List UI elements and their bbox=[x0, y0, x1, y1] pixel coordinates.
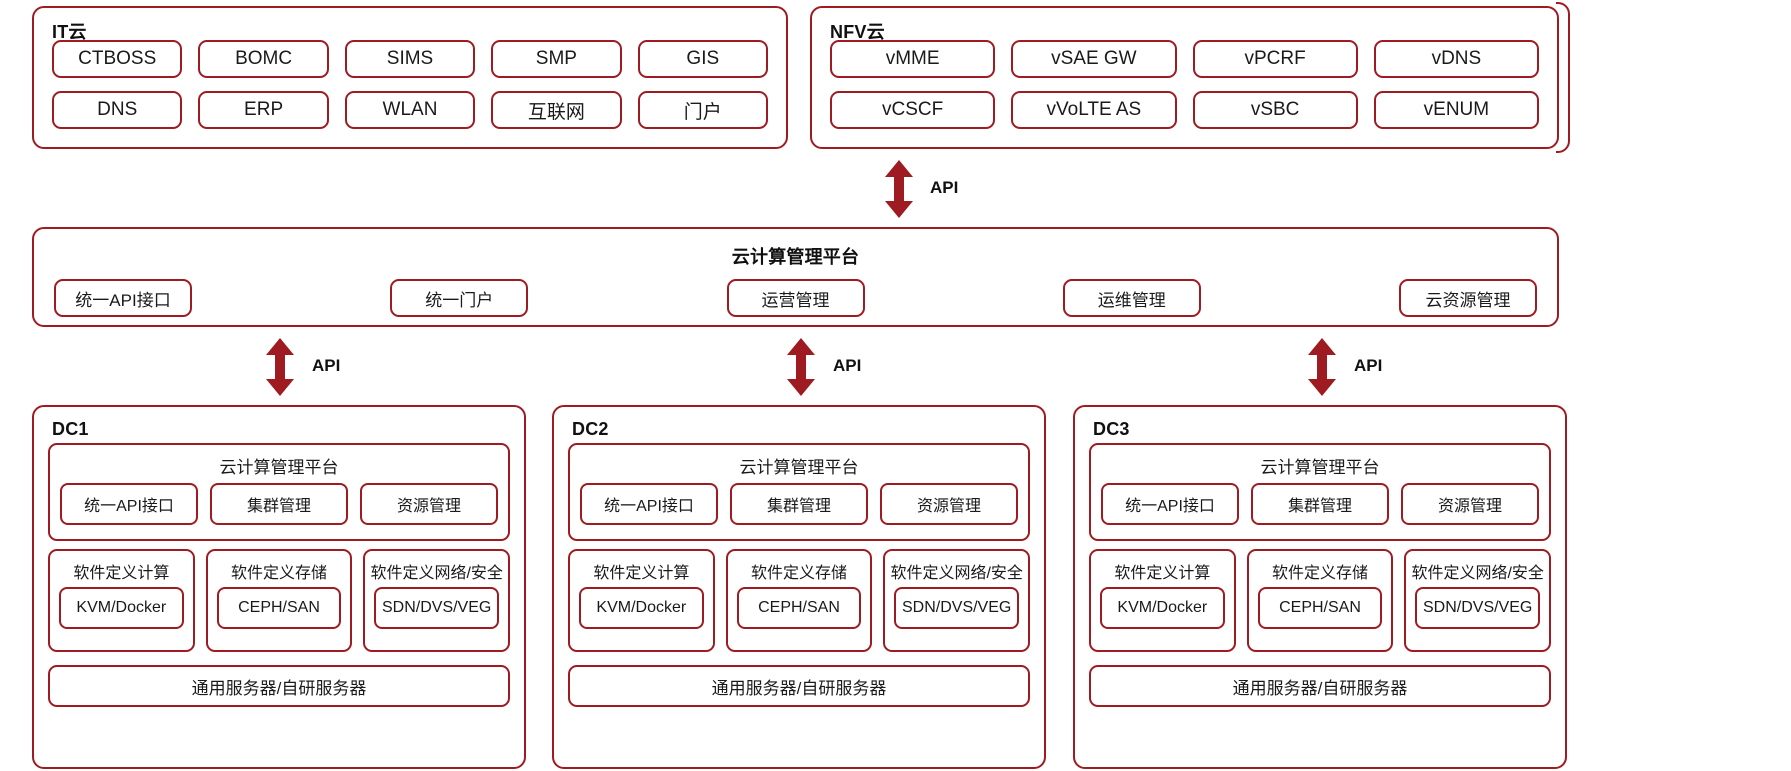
dc3-sd-compute-title: 软件定义计算 bbox=[1114, 565, 1211, 582]
dc1-sd-network-value[interactable]: SDN/DVS/VEG bbox=[374, 587, 499, 629]
api-label-top: API bbox=[930, 178, 959, 197]
dc1-cmp-resource-mgmt[interactable]: 资源管理 bbox=[360, 483, 498, 525]
it-cloud-panel: IT云 CTBOSS BOMC SIMS SMP GIS DNS ERP WLA… bbox=[32, 6, 788, 149]
nfv-cloud-item[interactable]: vSAE GW bbox=[1011, 40, 1177, 78]
dc3-software-defined-row: 软件定义计算 KVM/Docker 软件定义存储 CEPH/SAN 软件定义网络… bbox=[1089, 549, 1551, 652]
dc2-sd-network-title: 软件定义网络/安全 bbox=[890, 565, 1023, 582]
dc2-sd-network-value[interactable]: SDN/DVS/VEG bbox=[894, 587, 1019, 629]
dc2-sd-compute-title: 软件定义计算 bbox=[593, 565, 690, 582]
it-cloud-item-grid: CTBOSS BOMC SIMS SMP GIS DNS ERP WLAN 互联… bbox=[52, 40, 768, 129]
dc1-title: DC1 bbox=[52, 419, 89, 439]
dc2-sd-storage-value[interactable]: CEPH/SAN bbox=[736, 587, 862, 629]
dc2-sd-network: 软件定义网络/安全 SDN/DVS/VEG bbox=[883, 549, 1030, 652]
dc2-cmp-box: 云计算管理平台 统一API接口 集群管理 资源管理 bbox=[568, 443, 1030, 541]
it-cloud-item[interactable]: 互联网 bbox=[491, 91, 622, 129]
it-cloud-item[interactable]: BOMC bbox=[198, 40, 329, 78]
dc1-sd-storage-title: 软件定义存储 bbox=[230, 565, 327, 582]
dc1-software-defined-row: 软件定义计算 KVM/Docker 软件定义存储 CEPH/SAN 软件定义网络… bbox=[48, 549, 510, 652]
it-cloud-item[interactable]: SMP bbox=[491, 40, 622, 78]
dc2-panel: DC2 云计算管理平台 统一API接口 集群管理 资源管理 软件定义计算 KVM… bbox=[552, 405, 1046, 769]
api-label-dc3: API bbox=[1354, 356, 1383, 375]
dc3-sd-storage: 软件定义存储 CEPH/SAN bbox=[1246, 549, 1394, 652]
dc1-sd-storage: 软件定义存储 CEPH/SAN bbox=[205, 549, 353, 652]
dc3-sd-storage-title: 软件定义存储 bbox=[1271, 565, 1368, 582]
dc3-cmp-unified-api[interactable]: 统一API接口 bbox=[1101, 483, 1239, 525]
dc1-server-row[interactable]: 通用服务器/自研服务器 bbox=[48, 665, 510, 707]
nfv-cloud-item[interactable]: vDNS bbox=[1373, 40, 1539, 78]
dc3-panel: DC3 云计算管理平台 统一API接口 集群管理 资源管理 软件定义计算 KVM… bbox=[1073, 405, 1567, 769]
dc2-sd-storage-title: 软件定义存储 bbox=[750, 565, 847, 582]
dc3-cmp-box: 云计算管理平台 统一API接口 集群管理 资源管理 bbox=[1089, 443, 1551, 541]
dc3-sd-network-title: 软件定义网络/安全 bbox=[1411, 565, 1544, 582]
dc1-panel: DC1 云计算管理平台 统一API接口 集群管理 资源管理 软件定义计算 KVM… bbox=[32, 405, 526, 769]
dc3-sd-network-value[interactable]: SDN/DVS/VEG bbox=[1415, 587, 1540, 629]
dc1-sd-compute: 软件定义计算 KVM/Docker bbox=[48, 549, 195, 652]
dc1-sd-compute-title: 软件定义计算 bbox=[73, 565, 170, 582]
nfv-cloud-item[interactable]: vVoLTE AS bbox=[1011, 91, 1177, 129]
dc1-cmp-cluster-mgmt[interactable]: 集群管理 bbox=[210, 483, 348, 525]
dc1-cmp-unified-api[interactable]: 统一API接口 bbox=[60, 483, 198, 525]
dc3-cmp-chip-row: 统一API接口 集群管理 资源管理 bbox=[1101, 483, 1539, 525]
api-arrow-dc3 bbox=[1307, 338, 1337, 396]
nfv-cloud-item[interactable]: vSBC bbox=[1192, 91, 1358, 129]
it-cloud-item[interactable]: 门户 bbox=[637, 91, 768, 129]
it-cloud-item[interactable]: WLAN bbox=[344, 91, 476, 129]
dc1-sd-network-title: 软件定义网络/安全 bbox=[370, 565, 503, 582]
dc1-cmp-chip-row: 统一API接口 集群管理 资源管理 bbox=[60, 483, 498, 525]
platform-module-maintenance[interactable]: 运维管理 bbox=[1062, 279, 1201, 317]
dc2-sd-compute-value[interactable]: KVM/Docker bbox=[579, 587, 704, 629]
nfv-cloud-title: NFV云 bbox=[830, 22, 885, 42]
dc3-title: DC3 bbox=[1093, 419, 1130, 439]
nfv-cloud-panel: NFV云 vMME vSAE GW vPCRF vDNS vCSCF vVoLT… bbox=[810, 6, 1559, 149]
platform-module-operations[interactable]: 运营管理 bbox=[726, 279, 865, 317]
dc1-cmp-title: 云计算管理平台 bbox=[219, 458, 339, 477]
nfv-cloud-item[interactable]: vMME bbox=[830, 40, 996, 78]
nfv-cloud-item[interactable]: vENUM bbox=[1373, 91, 1539, 129]
it-cloud-item[interactable]: DNS bbox=[52, 91, 183, 129]
api-arrow-dc2 bbox=[786, 338, 816, 396]
dc2-cmp-title: 云计算管理平台 bbox=[739, 458, 859, 477]
platform-module-unified-portal[interactable]: 统一门户 bbox=[390, 279, 529, 317]
dc3-cmp-resource-mgmt[interactable]: 资源管理 bbox=[1401, 483, 1539, 525]
api-arrow-dc1 bbox=[265, 338, 295, 396]
dc2-sd-compute: 软件定义计算 KVM/Docker bbox=[568, 549, 715, 652]
dc1-sd-compute-value[interactable]: KVM/Docker bbox=[59, 587, 184, 629]
dc3-server-row[interactable]: 通用服务器/自研服务器 bbox=[1089, 665, 1551, 707]
dc2-cmp-chip-row: 统一API接口 集群管理 资源管理 bbox=[580, 483, 1018, 525]
dc1-sd-network: 软件定义网络/安全 SDN/DVS/VEG bbox=[363, 549, 510, 652]
dc2-cmp-unified-api[interactable]: 统一API接口 bbox=[580, 483, 718, 525]
platform-title: 云计算管理平台 bbox=[731, 247, 860, 267]
nfv-cloud-item[interactable]: vPCRF bbox=[1192, 40, 1358, 78]
dc1-cmp-box: 云计算管理平台 统一API接口 集群管理 资源管理 bbox=[48, 443, 510, 541]
platform-module-unified-api[interactable]: 统一API接口 bbox=[54, 279, 192, 317]
api-label-dc1: API bbox=[312, 356, 341, 375]
cloud-management-platform-panel: 云计算管理平台 统一API接口 统一门户 运营管理 运维管理 云资源管理 bbox=[32, 227, 1559, 327]
api-arrow-top bbox=[884, 160, 914, 218]
dc2-title: DC2 bbox=[572, 419, 609, 439]
dc3-cmp-cluster-mgmt[interactable]: 集群管理 bbox=[1251, 483, 1389, 525]
dc2-server-row[interactable]: 通用服务器/自研服务器 bbox=[568, 665, 1030, 707]
it-cloud-item[interactable]: GIS bbox=[637, 40, 768, 78]
api-label-dc2: API bbox=[833, 356, 862, 375]
dc3-sd-storage-value[interactable]: CEPH/SAN bbox=[1257, 587, 1383, 629]
nfv-cloud-item[interactable]: vCSCF bbox=[830, 91, 996, 129]
dc2-sd-storage: 软件定义存储 CEPH/SAN bbox=[725, 549, 873, 652]
dc2-cmp-cluster-mgmt[interactable]: 集群管理 bbox=[730, 483, 868, 525]
dc3-sd-network: 软件定义网络/安全 SDN/DVS/VEG bbox=[1404, 549, 1551, 652]
it-cloud-item[interactable]: ERP bbox=[198, 91, 329, 129]
nfv-cloud-item-grid: vMME vSAE GW vPCRF vDNS vCSCF vVoLTE AS … bbox=[830, 40, 1539, 129]
it-cloud-title: IT云 bbox=[52, 22, 87, 42]
dc3-sd-compute: 软件定义计算 KVM/Docker bbox=[1089, 549, 1236, 652]
dc2-cmp-resource-mgmt[interactable]: 资源管理 bbox=[880, 483, 1018, 525]
platform-module-cloud-resource[interactable]: 云资源管理 bbox=[1399, 279, 1537, 317]
dc2-software-defined-row: 软件定义计算 KVM/Docker 软件定义存储 CEPH/SAN 软件定义网络… bbox=[568, 549, 1030, 652]
top-row-outer-bracket bbox=[1556, 2, 1570, 153]
it-cloud-item[interactable]: CTBOSS bbox=[52, 40, 183, 78]
dc3-sd-compute-value[interactable]: KVM/Docker bbox=[1100, 587, 1225, 629]
dc3-cmp-title: 云计算管理平台 bbox=[1260, 458, 1380, 477]
dc1-sd-storage-value[interactable]: CEPH/SAN bbox=[216, 587, 342, 629]
it-cloud-item[interactable]: SIMS bbox=[344, 40, 476, 78]
platform-module-row: 统一API接口 统一门户 运营管理 运维管理 云资源管理 bbox=[54, 279, 1537, 317]
